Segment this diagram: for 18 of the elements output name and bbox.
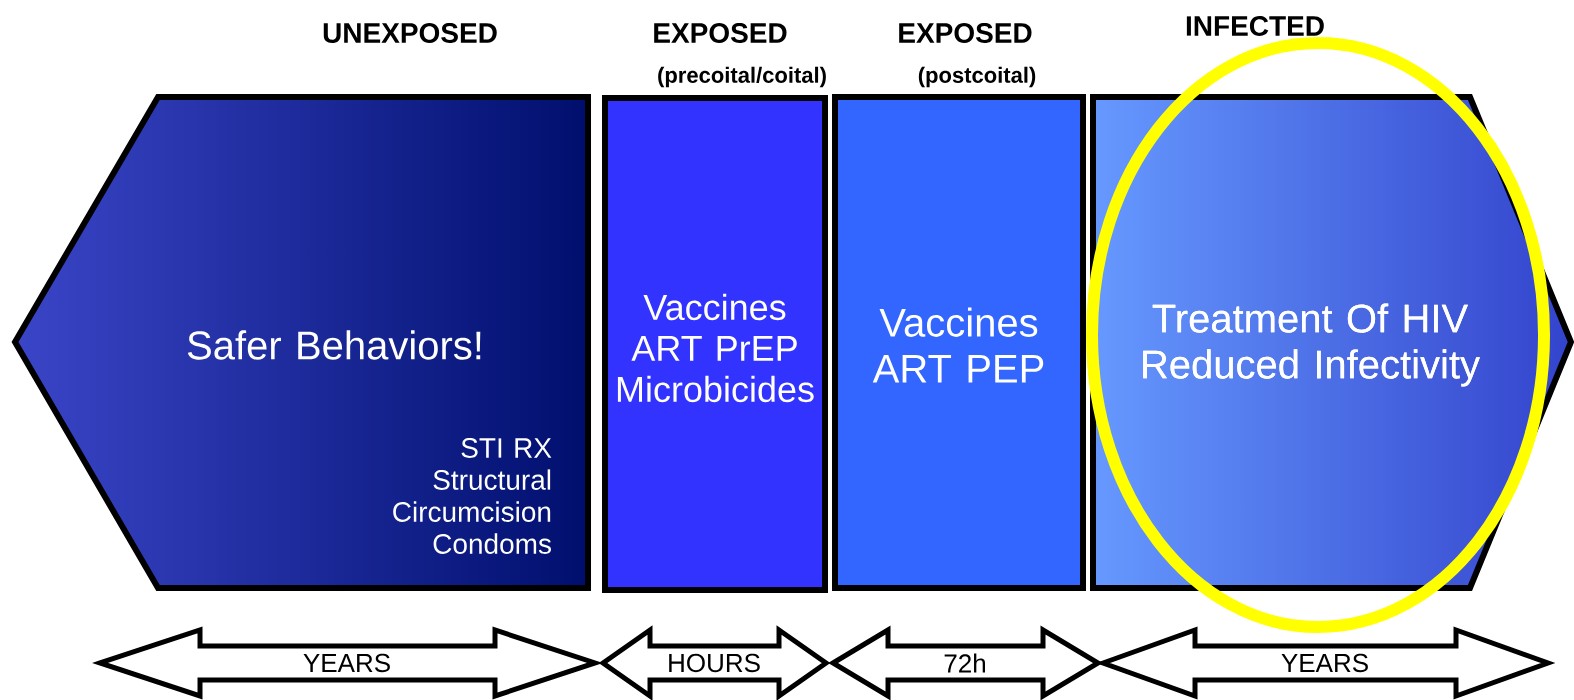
stage-text: Treatment Of HIV Reduced Infectivity — [1143, 303, 1480, 387]
stage-heading: INFECTED — [1186, 16, 1324, 36]
duration-label: 72h — [944, 653, 985, 673]
stage-heading: (postcoital) — [918, 66, 1036, 88]
stage-text: Vaccines ART PEP — [872, 307, 1044, 383]
stage-heading: EXPOSED — [654, 23, 787, 43]
stage-arrow-box — [1090, 16, 1574, 591]
stage-heading: (precoital/coital) — [658, 66, 826, 88]
stage-text: Vaccines ART PrEP Microbicides — [617, 293, 814, 403]
duration-label: YEARS — [1281, 653, 1368, 673]
stage-box — [832, 23, 1086, 591]
stage-box — [602, 23, 828, 593]
stage-heading: UNEXPOSED — [323, 23, 497, 43]
duration-label: HOURS — [669, 653, 760, 673]
stage-text: Safer Behaviors! — [187, 330, 481, 360]
duration-label: YEARS — [303, 653, 390, 673]
stage-heading: EXPOSED — [899, 23, 1032, 43]
stage-text: STI RX Structural Circumcision Condoms — [393, 438, 552, 554]
